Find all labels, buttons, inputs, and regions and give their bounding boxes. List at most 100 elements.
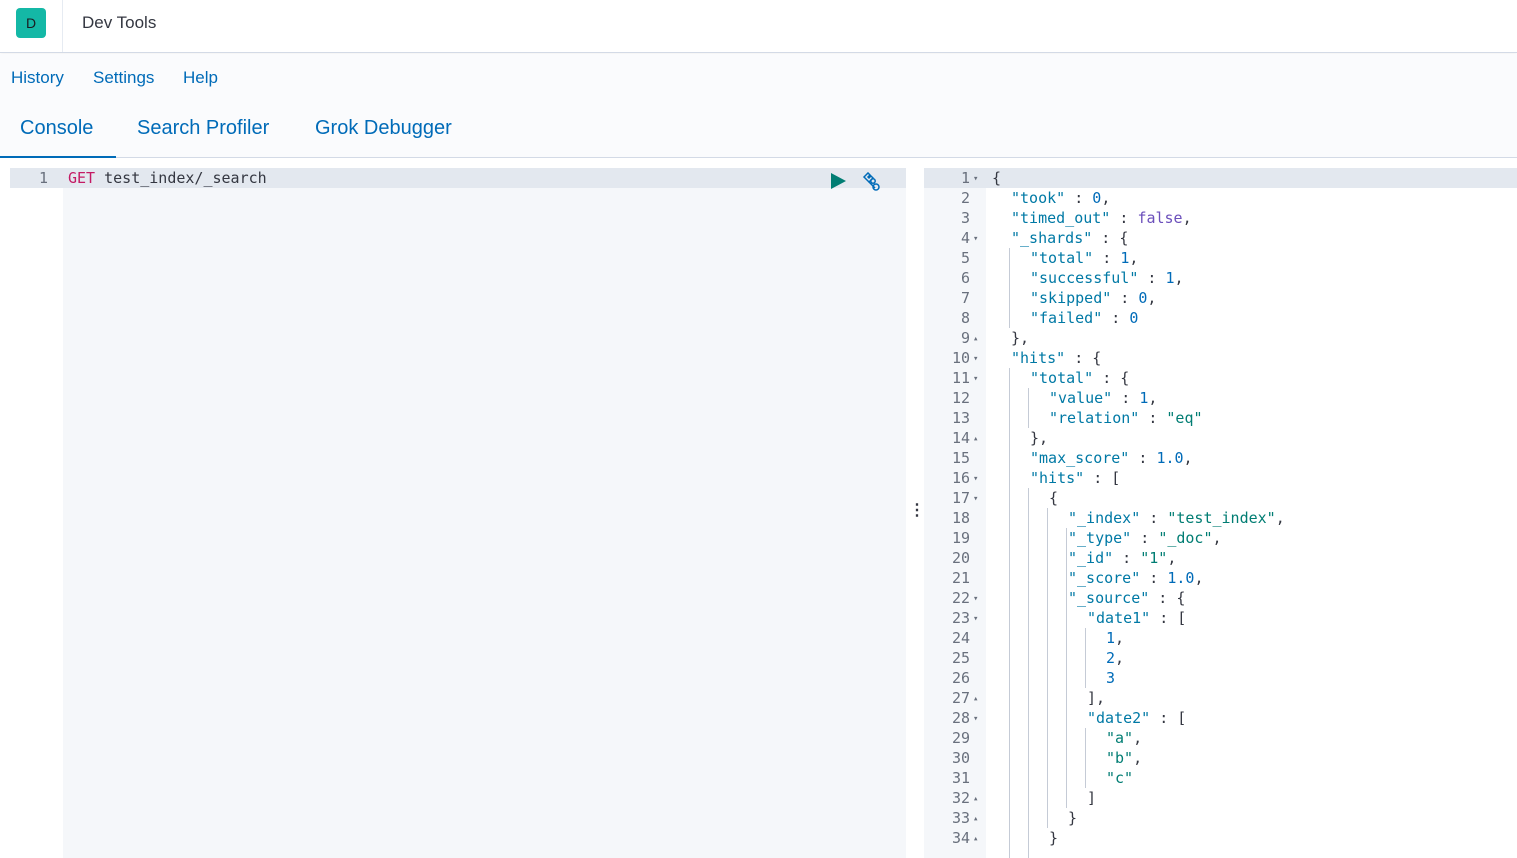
code-token: 0	[1129, 309, 1139, 327]
space-avatar[interactable]: D	[16, 8, 46, 38]
response-line[interactable]: 14▴},	[924, 429, 1517, 449]
tab-console[interactable]: Console	[20, 117, 94, 139]
response-line[interactable]: 19"_type" : "_doc",	[924, 529, 1517, 549]
tab-search-profiler[interactable]: Search Profiler	[137, 117, 270, 139]
response-line[interactable]: 11▾"total" : {	[924, 369, 1517, 389]
response-line[interactable]: 23▾"date1" : [	[924, 609, 1517, 629]
code-token: :	[1113, 549, 1141, 567]
response-line-text: 3	[1106, 669, 1115, 687]
response-line[interactable]: 28▾"date2" : [	[924, 709, 1517, 729]
response-line[interactable]: 16▾"hits" : [	[924, 469, 1517, 489]
response-line[interactable]: 9▴},	[924, 329, 1517, 349]
response-line-number: 30	[951, 749, 970, 767]
fold-caret-up-icon[interactable]: ▴	[973, 794, 979, 804]
code-token: "date2"	[1087, 709, 1151, 727]
play-icon[interactable]	[829, 172, 847, 190]
code-token: ,	[1182, 209, 1192, 227]
response-line[interactable]: 3"timed_out" : false,	[924, 209, 1517, 229]
response-line-text: "timed_out" : false,	[1011, 209, 1192, 227]
code-token: {	[1049, 489, 1059, 507]
response-line-text: },	[1030, 429, 1048, 447]
response-line[interactable]: 27▴],	[924, 689, 1517, 709]
fold-caret-up-icon[interactable]: ▴	[973, 694, 979, 704]
response-line[interactable]: 17▾{	[924, 489, 1517, 509]
response-line[interactable]: 10▾"hits" : {	[924, 349, 1517, 369]
response-line[interactable]: 13"relation" : "eq"	[924, 409, 1517, 429]
response-line-text: "c"	[1106, 769, 1133, 787]
fold-caret-up-icon[interactable]: ▴	[973, 814, 979, 824]
fold-caret-up-icon[interactable]: ▴	[973, 834, 979, 844]
code-token: : {	[1149, 589, 1186, 607]
response-line[interactable]: 18"_index" : "test_index",	[924, 509, 1517, 529]
code-token: "eq"	[1166, 409, 1203, 427]
top-bar: D Dev Tools	[0, 0, 1517, 53]
request-editor-area[interactable]	[63, 168, 906, 858]
response-line-number: 1	[960, 169, 970, 187]
response-line-number: 21	[951, 569, 970, 587]
response-line[interactable]: 21"_score" : 1.0,	[924, 569, 1517, 589]
menu-settings[interactable]: Settings	[93, 68, 155, 87]
code-token: :	[1102, 309, 1130, 327]
code-token: :	[1140, 569, 1168, 587]
response-line-number: 14	[951, 429, 970, 447]
code-token: ,	[1174, 269, 1184, 287]
response-line-text: "_type" : "_doc",	[1068, 529, 1222, 547]
tab-grok-debugger[interactable]: Grok Debugger	[315, 117, 452, 139]
response-line[interactable]: 1▾{	[924, 169, 1517, 189]
response-line[interactable]: 2"took" : 0,	[924, 189, 1517, 209]
fold-caret-down-icon[interactable]: ▾	[973, 374, 979, 384]
wrench-icon[interactable]	[861, 172, 881, 192]
response-line[interactable]: 12"value" : 1,	[924, 389, 1517, 409]
response-line-text: ]	[1087, 789, 1096, 807]
fold-caret-down-icon[interactable]: ▾	[973, 474, 979, 484]
response-line[interactable]: 30"b",	[924, 749, 1517, 769]
response-line[interactable]: 20"_id" : "1",	[924, 549, 1517, 569]
app-title: Dev Tools	[82, 13, 157, 32]
response-line[interactable]: 22▾"_source" : {	[924, 589, 1517, 609]
response-line[interactable]: 7"skipped" : 0,	[924, 289, 1517, 309]
response-line[interactable]: 31 "c"	[924, 769, 1517, 789]
code-token: :	[1129, 449, 1157, 467]
response-line[interactable]: 5"total" : 1,	[924, 249, 1517, 269]
response-line-number: 22	[951, 589, 970, 607]
fold-caret-down-icon[interactable]: ▾	[973, 354, 979, 364]
code-token: 1	[1120, 249, 1130, 267]
response-line[interactable]: 4▾"_shards" : {	[924, 229, 1517, 249]
menu-history[interactable]: History	[11, 68, 64, 87]
fold-caret-down-icon[interactable]: ▾	[973, 174, 979, 184]
code-token: "c"	[1106, 769, 1134, 787]
vertical-dots-icon[interactable]: ⋮	[909, 502, 925, 519]
indent-guide	[1028, 388, 1029, 428]
response-output[interactable]	[986, 168, 1517, 858]
fold-caret-down-icon[interactable]: ▾	[973, 594, 979, 604]
fold-caret-up-icon[interactable]: ▴	[973, 334, 979, 344]
code-token: }	[1068, 809, 1078, 827]
request-line[interactable]: GET test_index/_search	[68, 169, 267, 187]
fold-caret-up-icon[interactable]: ▴	[973, 434, 979, 444]
response-line-text: 2,	[1106, 649, 1124, 667]
response-line[interactable]: 6"successful" : 1,	[924, 269, 1517, 289]
fold-caret-down-icon[interactable]: ▾	[973, 494, 979, 504]
menu-help[interactable]: Help	[183, 68, 218, 87]
code-token: 2	[1106, 649, 1116, 667]
response-line[interactable]: 32▴]	[924, 789, 1517, 809]
response-line[interactable]: 29"a",	[924, 729, 1517, 749]
response-line-number: 31	[951, 769, 970, 787]
response-line[interactable]: 15"max_score" : 1.0,	[924, 449, 1517, 469]
response-line[interactable]: 33▴}	[924, 809, 1517, 829]
indent-guide	[1028, 488, 1029, 858]
response-line-text: 1,	[1106, 629, 1124, 647]
fold-caret-down-icon[interactable]: ▾	[973, 714, 979, 724]
top-bar-divider	[62, 0, 63, 52]
response-line-number: 29	[951, 729, 970, 747]
fold-caret-down-icon[interactable]: ▾	[973, 234, 979, 244]
response-line-number: 12	[951, 389, 970, 407]
code-token: :	[1112, 389, 1140, 407]
fold-caret-down-icon[interactable]: ▾	[973, 614, 979, 624]
response-line[interactable]: 8"failed" : 0	[924, 309, 1517, 329]
code-token: "_id"	[1068, 549, 1114, 567]
response-line[interactable]: 34▴}	[924, 829, 1517, 849]
